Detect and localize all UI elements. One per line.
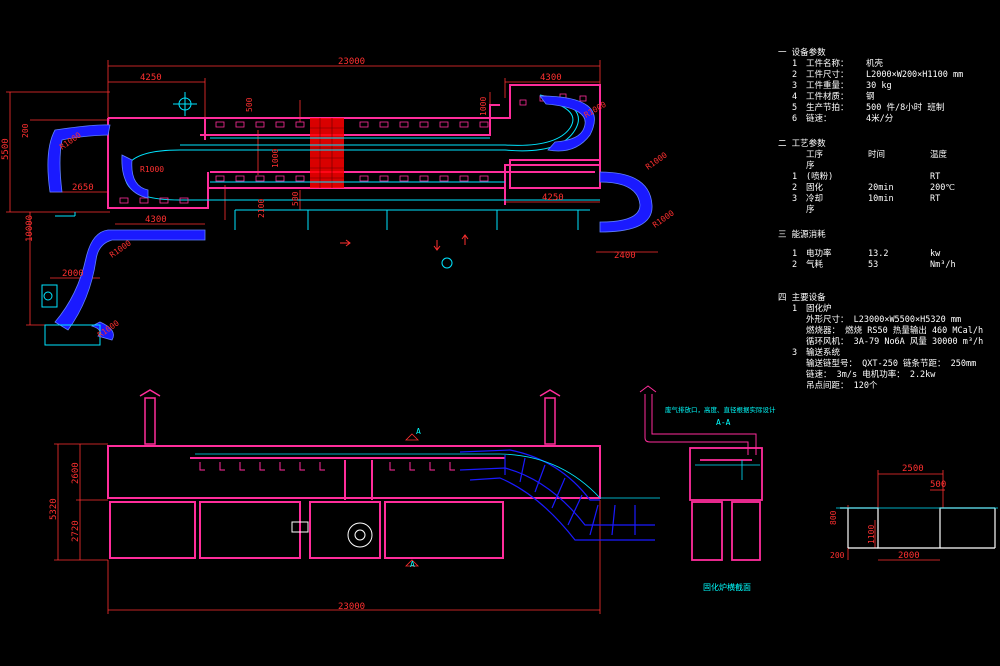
radius-label: R1000: [108, 238, 133, 259]
spec-section-heading: 二 工艺参数: [778, 139, 826, 149]
section-aa-view: A-A 废气排放口，高度、直径根据实际设计 固化炉横截面: [639, 385, 776, 592]
spec-line: 燃烧器： 燃烧 RS50 热量输出 460 MCal/h: [806, 326, 984, 336]
elev-dim-2720: 2720: [71, 520, 81, 542]
section-marker: A: [416, 427, 421, 436]
spec-section-heading: 一 设备参数: [778, 48, 826, 58]
spec-row: 工序时间温度: [806, 150, 948, 160]
elev-dim-overall: 23000: [338, 602, 365, 612]
elev-dim-5320: 5320: [49, 498, 59, 520]
section-aa-caption: 固化炉横截面: [703, 582, 751, 592]
spec-row: 序: [806, 205, 815, 215]
plan-dim-1000a: 1000: [479, 97, 488, 116]
spec-line: 吊点间距： 120个: [806, 381, 878, 391]
detail-dim-500: 500: [930, 480, 946, 490]
spec-line: 链速： 3m/s 电机功率： 2.2kw: [806, 370, 936, 380]
circulation-fan: [291, 521, 373, 548]
plan-dim-left: 4250: [140, 73, 162, 83]
radius-label: R1000: [644, 150, 669, 171]
plan-view: 23000 4250 4300 5500 2650 4300 10000 200…: [1, 57, 676, 346]
plan-dim-10000: 10000: [25, 215, 35, 242]
radius-label: R1000: [140, 165, 164, 174]
plan-dim-2400: 2400: [614, 251, 636, 261]
detail-dim-2000: 2000: [898, 551, 920, 561]
detail-view: 2500 500 800 1100 200 2000: [829, 464, 998, 561]
detail-dim-800: 800: [829, 510, 838, 525]
burner-block: [310, 118, 344, 188]
plan-dim-500b: 500: [291, 191, 300, 206]
plan-dim-2650: 2650: [72, 183, 94, 193]
elev-dim-2600: 2600: [71, 462, 81, 484]
plan-dim-4250r: 4250: [542, 193, 564, 203]
radius-label: R1000: [651, 208, 676, 229]
spec-line: 外形尺寸： L23000×W5500×H5320 mm: [806, 315, 962, 325]
plan-dim-2000: 2000: [62, 269, 84, 279]
section-marker: A: [410, 560, 415, 569]
cooling-zone: [47, 95, 653, 341]
plan-dim-overall: 23000: [338, 57, 365, 67]
spec-row: 1(喷粉)RT: [792, 172, 941, 182]
section-aa-title: A-A: [716, 418, 731, 427]
elevation-view: A A 23000 5320 2600 2720: [49, 389, 660, 614]
plan-dim-200: 200: [21, 123, 30, 138]
plan-dim-2100: 2100: [257, 199, 266, 218]
plan-dim-right: 4300: [540, 73, 562, 83]
plan-dim-500a: 500: [245, 97, 254, 112]
spec-row: 序: [806, 161, 815, 171]
detail-dim-2500: 2500: [902, 464, 924, 474]
detail-dim-200: 200: [830, 551, 845, 560]
plan-dim-4300b: 4300: [145, 215, 167, 225]
section-aa-note: 废气排放口，高度、直径根据实际设计: [665, 405, 776, 414]
spec-line: 输送链型号： QXT-250 链条节距： 250mm: [806, 359, 977, 369]
plan-dim-1000b: 1000: [271, 149, 280, 168]
spec-section-heading: 三 能源消耗: [778, 230, 826, 240]
plan-dim-height: 5500: [1, 138, 11, 160]
detail-dim-1100: 1100: [867, 525, 876, 544]
spec-section-heading: 四 主要设备: [778, 293, 826, 303]
spec-line: 循环风机： 3A-79 No6A 风量 30000 m³/h: [806, 337, 984, 347]
radius-label: R1000: [583, 100, 609, 120]
